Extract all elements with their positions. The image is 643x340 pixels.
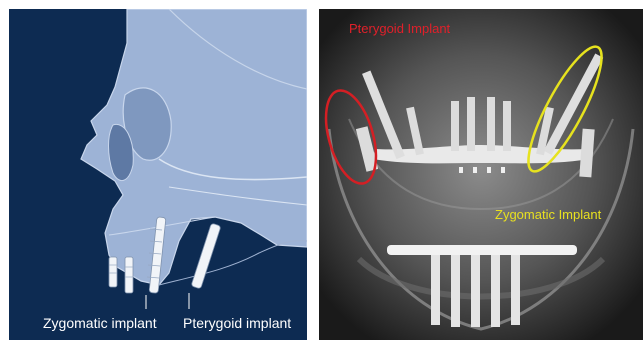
zygomatic-implant-xray-label: Zygomatic Implant <box>495 207 601 222</box>
zygomatic-implant-label: Zygomatic implant <box>43 315 157 331</box>
xray-panel: Pterygoid Implant Zygomatic Implant <box>319 9 643 340</box>
skull-illustration <box>9 9 307 340</box>
pterygoid-implant-xray-label: Pterygoid Implant <box>349 21 450 36</box>
skull-illustration-panel: Zygomatic implant Pterygoid implant <box>9 9 307 340</box>
panoramic-xray <box>319 9 643 340</box>
pterygoid-implant-drawing <box>191 223 221 289</box>
pterygoid-implant-label: Pterygoid implant <box>183 315 291 331</box>
